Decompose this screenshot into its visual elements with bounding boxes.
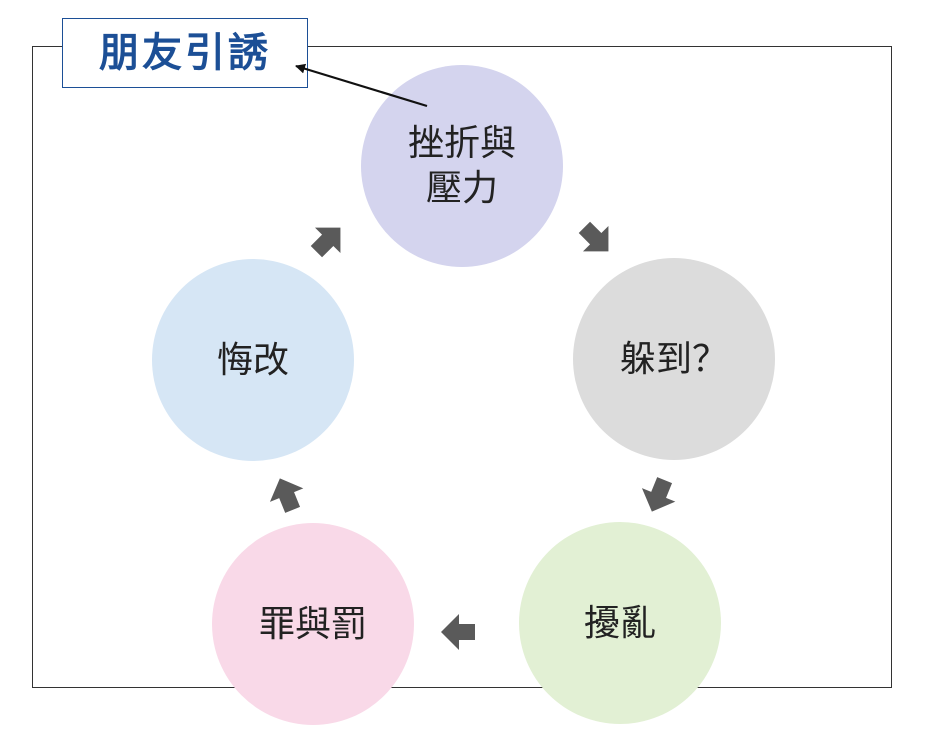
diagram-frame [32,46,892,688]
title-label: 朋友引誘 [99,30,271,76]
title-box: 朋友引誘 [62,18,308,88]
node-repentance: 悔改 [152,259,354,461]
node-label-crime-punishment: 罪與罰 [258,603,367,645]
node-label-frustration-stress: 挫折與 壓力 [407,123,516,209]
node-hide-where: 躲到？ [573,258,775,460]
node-frustration-stress: 挫折與 壓力 [361,65,563,267]
node-disturbance: 擾亂 [519,522,721,724]
node-crime-punishment: 罪與罰 [212,523,414,725]
node-label-repentance: 悔改 [216,339,289,381]
node-label-hide-where: 躲到？ [619,338,728,380]
node-label-disturbance: 擾亂 [583,602,656,644]
